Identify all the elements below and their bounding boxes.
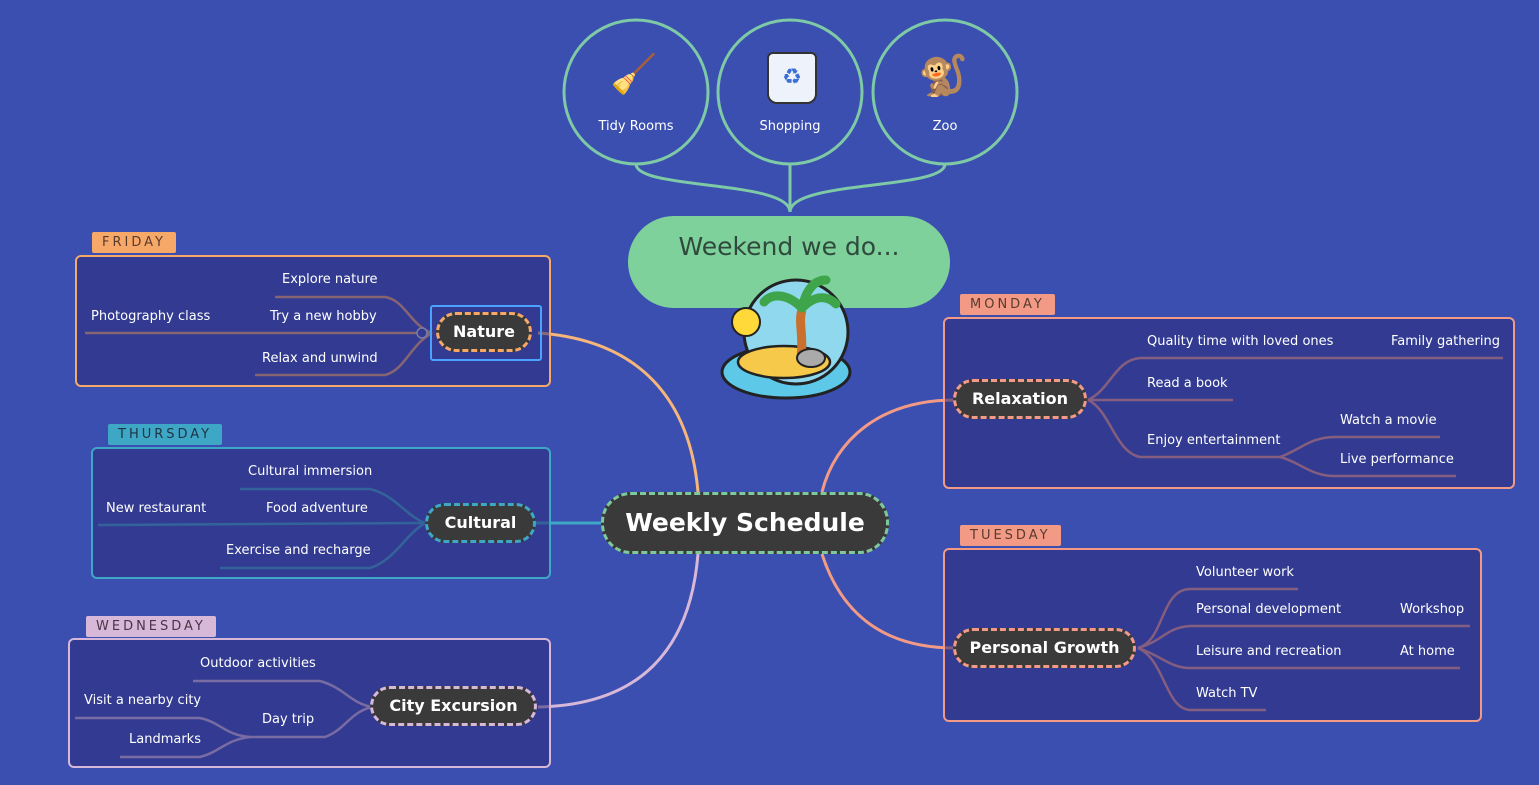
leaf-relax-unwind[interactable]: Relax and unwind bbox=[262, 351, 378, 366]
central-topic[interactable]: Weekly Schedule bbox=[601, 492, 889, 554]
zoo-label: Zoo bbox=[932, 119, 958, 134]
leaf-personal-development[interactable]: Personal development bbox=[1196, 602, 1342, 617]
topic-personal-growth[interactable]: Personal Growth bbox=[953, 628, 1136, 668]
leaf-visit-nearby-city[interactable]: Visit a nearby city bbox=[84, 693, 202, 708]
topic-nature[interactable]: Nature bbox=[436, 312, 532, 352]
leaf-enjoy-entertainment[interactable]: Enjoy entertainment bbox=[1147, 433, 1281, 448]
leaf-live-performance[interactable]: Live performance bbox=[1340, 452, 1454, 467]
leaf-workshop[interactable]: Workshop bbox=[1400, 602, 1465, 617]
leaf-outdoor-activities[interactable]: Outdoor activities bbox=[200, 656, 316, 671]
monday-tag: MONDAY bbox=[960, 294, 1055, 315]
wednesday-tag: WEDNESDAY bbox=[86, 616, 216, 637]
leaf-photography-class[interactable]: Photography class bbox=[91, 309, 211, 324]
recycle-bag-icon: ♻ bbox=[767, 52, 817, 104]
friday-tag: FRIDAY bbox=[92, 232, 176, 253]
leaf-explore-nature[interactable]: Explore nature bbox=[282, 272, 378, 287]
leaf-watch-movie[interactable]: Watch a movie bbox=[1340, 413, 1437, 428]
leaf-cultural-immersion[interactable]: Cultural immersion bbox=[248, 464, 373, 479]
island-icon bbox=[720, 275, 852, 400]
leaf-food-adventure[interactable]: Food adventure bbox=[266, 501, 368, 516]
leaf-landmarks[interactable]: Landmarks bbox=[129, 732, 201, 747]
tidy-rooms-label: Tidy Rooms bbox=[598, 119, 674, 134]
topic-city-excursion[interactable]: City Excursion bbox=[370, 686, 537, 726]
leaf-new-restaurant[interactable]: New restaurant bbox=[106, 501, 207, 516]
tuesday-tag: TUESDAY bbox=[960, 525, 1061, 546]
monkey-icon: 🐒 bbox=[918, 53, 968, 99]
leaf-leisure-recreation[interactable]: Leisure and recreation bbox=[1196, 644, 1342, 659]
topic-relaxation[interactable]: Relaxation bbox=[953, 379, 1087, 419]
selection-box bbox=[430, 305, 542, 361]
thursday-tag: THURSDAY bbox=[108, 424, 223, 445]
leaf-family-gathering[interactable]: Family gathering bbox=[1391, 334, 1500, 349]
leaf-quality-time[interactable]: Quality time with loved ones bbox=[1147, 334, 1334, 349]
leaf-at-home[interactable]: At home bbox=[1400, 644, 1455, 659]
leaf-read-book[interactable]: Read a book bbox=[1147, 376, 1228, 391]
leaf-volunteer-work[interactable]: Volunteer work bbox=[1196, 565, 1294, 580]
leaf-exercise-recharge[interactable]: Exercise and recharge bbox=[226, 543, 371, 558]
leaf-watch-tv[interactable]: Watch TV bbox=[1196, 686, 1258, 701]
shopping-label: Shopping bbox=[759, 119, 821, 134]
broom-icon: 🧹 bbox=[610, 52, 658, 96]
leaf-day-trip[interactable]: Day trip bbox=[262, 712, 315, 727]
leaf-try-new-hobby[interactable]: Try a new hobby bbox=[270, 309, 377, 324]
topic-cultural[interactable]: Cultural bbox=[425, 503, 536, 543]
